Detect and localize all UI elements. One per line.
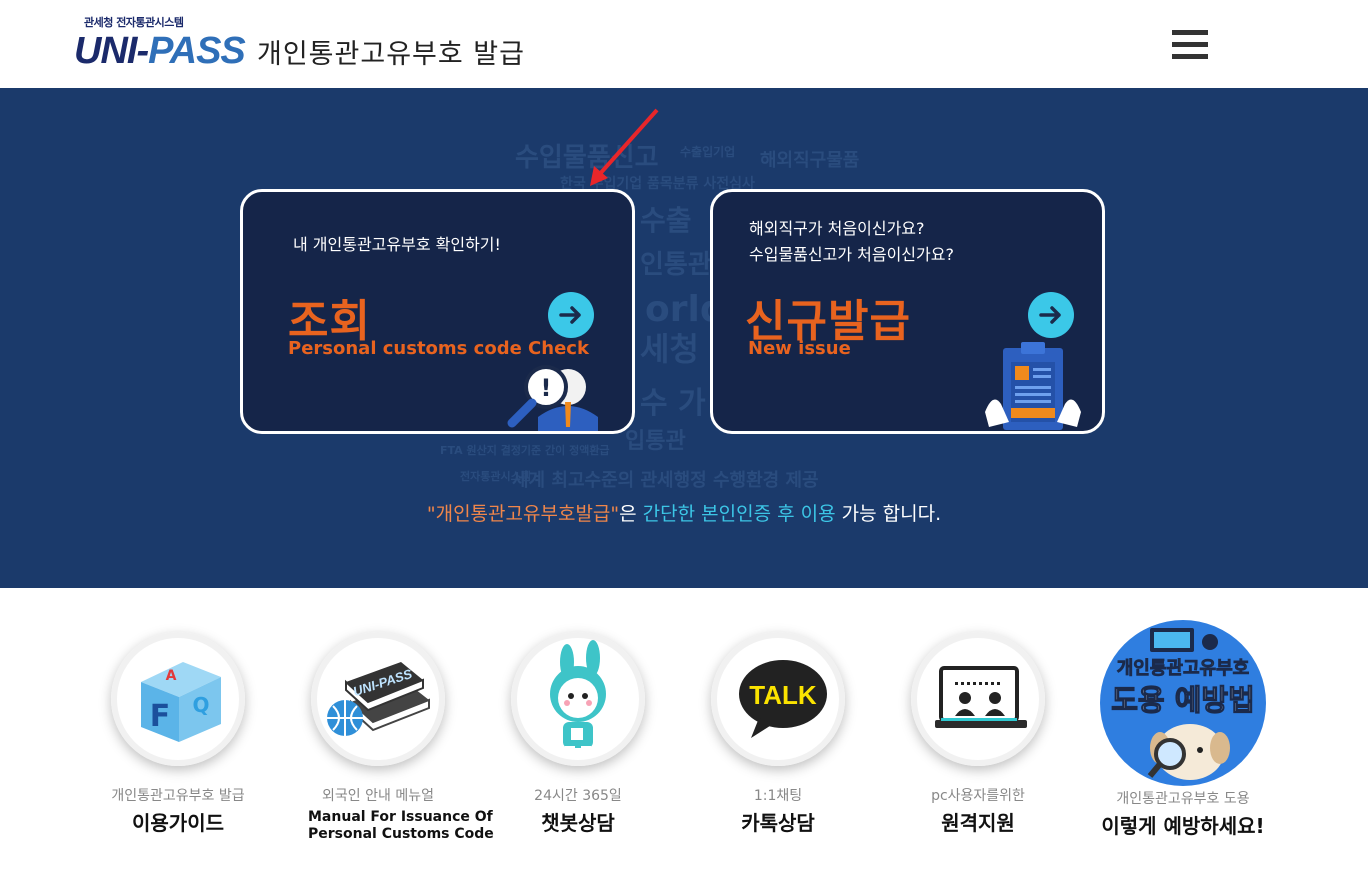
lookup-card[interactable]: 내 개인통관고유부호 확인하기! 조회 Personal customs cod… <box>240 189 635 434</box>
svg-text:!: ! <box>541 374 552 402</box>
logo-wordmark-uni: UNI- <box>74 30 149 72</box>
theft-prevention-icon-line2: 도용 예방법 <box>1111 683 1255 717</box>
menu-item-label: 원격지원 <box>941 811 1015 835</box>
header: 관세청 전자통관시스템 UNI-PASS 개인통관고유부호 발급 <box>0 0 1368 88</box>
menu-item-label-line1: Manual For Issuance Of <box>308 809 493 825</box>
hero-section: 수입물품신고 수출입기업 해외직구물품 한국 수입기업 품목분류 사전심사 수출… <box>0 88 1368 588</box>
menu-item-label: 이렇게 예방하세요! <box>1101 814 1265 838</box>
logo-wordmark: UNI-PASS <box>74 30 246 73</box>
theft-prevention-icon-line1: 개인통관고유부호 <box>1117 658 1249 679</box>
svg-text:수출: 수출 <box>640 204 692 237</box>
menu-item-label: 챗봇상담 <box>541 811 615 835</box>
notice-particle: 은 <box>619 503 643 525</box>
svg-text:한국 수입기업 품목분류 사전심사: 한국 수입기업 품목분류 사전심사 <box>560 175 755 192</box>
hamburger-menu-icon[interactable] <box>1172 30 1208 64</box>
faq-cube-icon: F A Q <box>111 632 245 766</box>
notice-text: "개인통관고유부호발급"은 간단한 본인인증 후 이용 가능 합니다. <box>0 499 1368 526</box>
lookup-description: 내 개인통관고유부호 확인하기! <box>293 235 501 254</box>
menu-item-theft-prevention[interactable]: 개인통관고유부호 도용 예방법 개인통관고유부호 도용 이렇게 예방하세요! <box>1098 620 1268 839</box>
menu-item-kakaotalk[interactable]: TALK 1:1채팅 카톡상담 <box>708 632 848 836</box>
menu-item-sub: pc사용자를위한 <box>931 788 1025 804</box>
svg-text:Q: Q <box>192 693 209 717</box>
chatbot-mascot-icon <box>511 632 645 766</box>
menu-item-label-line2: Personal Customs Code <box>308 826 494 842</box>
issue-subtitle: New issue <box>748 338 851 359</box>
svg-text:세계 최고수준의 관세행정 수행환경 제공: 세계 최고수준의 관세행정 수행환경 제공 <box>512 469 819 491</box>
svg-text:수출입기업: 수출입기업 <box>680 144 735 159</box>
logo-subtitle: 관세청 전자통관시스템 <box>84 16 184 29</box>
word-cloud-background: 수입물품신고 수출입기업 해외직구물품 한국 수입기업 품목분류 사전심사 수출… <box>440 108 859 491</box>
arrow-right-icon[interactable] <box>1028 292 1074 338</box>
svg-text:FTA 원산지 결정기준 간이 정액환급: FTA 원산지 결정기준 간이 정액환급 <box>440 443 610 457</box>
arrow-right-icon[interactable] <box>548 292 594 338</box>
clipboard-document-icon <box>985 342 1081 430</box>
page-title: 개인통관고유부호 발급 <box>257 39 525 70</box>
svg-text:수입물품신고: 수입물품신고 <box>515 143 659 173</box>
remote-support-icon <box>911 632 1045 766</box>
menu-item-foreigner-manual[interactable]: UNI-PASS 외국인 안내 메뉴얼 Manual For Issuance … <box>308 632 494 843</box>
uni-pass-logo[interactable]: 관세청 전자통관시스템 UNI-PASS <box>72 12 250 76</box>
svg-text:해외직구물품: 해외직구물품 <box>760 150 859 171</box>
svg-text:F: F <box>150 699 171 734</box>
notice-service-name: "개인통관고유부호발급" <box>426 503 620 525</box>
menu-item-sub: 1:1채팅 <box>753 788 803 804</box>
menu-item-label: 카톡상담 <box>741 811 815 835</box>
svg-text:세청: 세청 <box>640 330 699 368</box>
issue-description-line2: 수입물품신고가 처음이신가요? <box>749 245 954 264</box>
issue-card[interactable]: 해외직구가 처음이신가요? 수입물품신고가 처음이신가요? 신규발급 New i… <box>710 189 1105 434</box>
menu-item-remote-support[interactable]: pc사용자를위한 원격지원 <box>908 632 1048 836</box>
issue-description-line1: 해외직구가 처음이신가요? <box>749 219 925 238</box>
manual-books-icon: UNI-PASS <box>311 632 445 766</box>
svg-text:A: A <box>166 668 177 684</box>
lookup-subtitle: Personal customs code Check <box>288 338 589 359</box>
menu-item-label: 이용가이드 <box>132 811 224 835</box>
menu-item-sub: 개인통관고유부호 도용 <box>1116 791 1250 807</box>
menu-item-chatbot[interactable]: 24시간 365일 챗봇상담 <box>508 632 648 836</box>
notice-auth-requirement: 간단한 본인인증 후 이용 <box>642 503 836 525</box>
menu-item-sub: 24시간 365일 <box>534 788 622 804</box>
notice-ending: 가능 합니다. <box>835 503 942 525</box>
svg-text:인통관: 인통관 <box>640 250 712 280</box>
menu-item-user-guide[interactable]: F A Q 개인통관고유부호 발급 이용가이드 <box>108 632 248 836</box>
menu-item-sub: 외국인 안내 메뉴얼 <box>322 788 434 804</box>
lookup-title: 조회 <box>288 296 371 347</box>
svg-text:수 가: 수 가 <box>640 386 706 421</box>
inspector-illustration-icon: ! <box>507 365 598 431</box>
issue-title: 신규발급 <box>745 296 911 347</box>
svg-text:전자통관시스템: 전자통관시스템 <box>460 469 531 483</box>
kakaotalk-icon-text: TALK <box>749 680 817 710</box>
theft-prevention-icon: 개인통관고유부호 도용 예방법 <box>1100 620 1266 786</box>
kakaotalk-icon: TALK <box>711 632 845 766</box>
logo-wordmark-pass: PASS <box>148 30 246 72</box>
svg-text:입통관: 입통관 <box>625 429 686 454</box>
menu-item-sub: 개인통관고유부호 발급 <box>111 788 245 804</box>
